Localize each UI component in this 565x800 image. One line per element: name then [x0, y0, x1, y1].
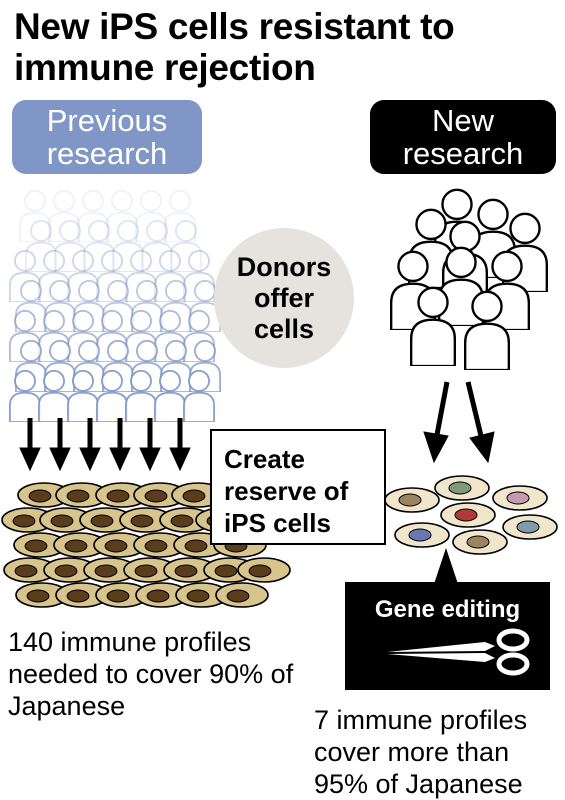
arrow-down-icon — [49, 418, 71, 472]
cell-icon — [215, 582, 269, 608]
cell-icon — [119, 507, 173, 533]
person-icon — [66, 370, 100, 422]
donors-offer-cells-badge: Donors offer cells — [214, 228, 354, 368]
cell-icon — [440, 502, 496, 528]
cell-icon — [13, 532, 67, 558]
person-icon — [8, 370, 42, 422]
new-result-caption: 7 immune profiles cover more than 95% of… — [314, 705, 528, 799]
arrow-down-icon — [79, 418, 101, 472]
cell-icon — [394, 522, 450, 548]
cell-icon — [93, 532, 147, 558]
create-reserve-box: Create reserve of iPS cells — [210, 429, 386, 545]
page-title: New iPS cells resistant to immune reject… — [14, 6, 455, 88]
person-icon — [153, 370, 187, 422]
gene-editing-label: Gene editing — [374, 596, 521, 623]
previous-arrows — [19, 418, 191, 472]
gene-editing-pointer — [432, 548, 460, 590]
cell-icon — [237, 557, 291, 583]
cell-icon — [15, 582, 69, 608]
person-icon — [463, 290, 511, 370]
cell-icon — [434, 475, 490, 501]
arrow-down-icon — [465, 381, 495, 464]
scissors-icon — [387, 628, 530, 676]
gene-editing-box: Gene editing — [345, 582, 550, 690]
donors-label: Donors offer cells — [236, 251, 332, 344]
create-reserve-label: Create reserve of iPS cells — [224, 444, 349, 538]
cell-icon — [1, 507, 55, 533]
previous-donor-crowd — [8, 190, 222, 422]
person-icon — [182, 370, 216, 422]
arrow-down-icon — [109, 418, 131, 472]
cell-icon — [502, 514, 558, 540]
person-icon — [409, 286, 457, 366]
cell-icon — [384, 487, 440, 513]
new-ips-cells — [384, 475, 558, 555]
arrow-down-icon — [139, 418, 161, 472]
previous-research-label: Previous research — [12, 100, 202, 174]
cell-icon — [492, 485, 548, 511]
new-research-label: New research — [370, 100, 556, 174]
cell-icon — [95, 482, 149, 508]
previous-ips-cell-reserve — [1, 482, 291, 608]
cell-icon — [79, 507, 133, 533]
previous-result-caption: 140 immune profiles needed to cover 90% … — [8, 627, 294, 721]
arrow-down-icon — [423, 381, 450, 464]
new-arrows — [423, 381, 495, 464]
arrow-down-icon — [169, 418, 191, 472]
new-donor-crowd — [389, 188, 549, 370]
arrow-down-icon — [19, 418, 41, 472]
cell-icon — [135, 582, 189, 608]
person-icon — [95, 370, 129, 422]
cell-icon — [55, 582, 109, 608]
cell-icon — [175, 582, 229, 608]
cell-icon — [95, 582, 149, 608]
cell-icon — [452, 529, 508, 555]
cell-icon — [133, 482, 187, 508]
person-icon — [124, 370, 158, 422]
person-icon — [37, 370, 71, 422]
